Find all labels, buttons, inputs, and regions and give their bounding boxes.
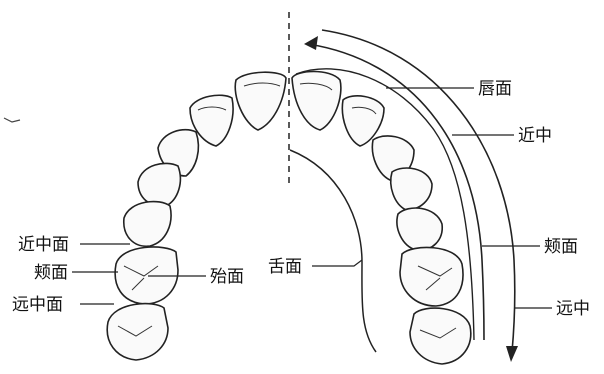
- label-distal-right: 远中: [556, 299, 590, 319]
- tooth-premolar2-r: [397, 208, 442, 250]
- lingual-curve: [290, 150, 376, 352]
- arrow-mesial-head: [304, 36, 318, 50]
- tooth-central-incisor-l: [235, 72, 286, 130]
- arrow-distal-head: [506, 346, 518, 362]
- label-labial: 唇面: [478, 79, 512, 99]
- tooth-central-incisor-r: [292, 72, 341, 131]
- teeth-right: [292, 72, 471, 365]
- tooth-premolar1-r: [391, 168, 432, 210]
- tooth-molar1-r: [400, 247, 463, 306]
- tooth-molar2-r: [410, 308, 471, 364]
- label-distal-surface: 远中面: [12, 295, 63, 315]
- label-buccal-surface: 颊面: [34, 263, 68, 283]
- label-lingual: 舌面: [268, 257, 302, 277]
- leader-lingual: [312, 260, 362, 266]
- tooth-premolar1-l: [138, 163, 180, 206]
- label-occlusal: 殆面: [210, 267, 244, 287]
- edge-mark: [4, 118, 20, 122]
- label-mesial-surface: 近中面: [18, 235, 69, 255]
- tooth-premolar2-l: [124, 202, 171, 247]
- label-buccal-right: 颊面: [544, 237, 578, 257]
- teeth-left: [107, 72, 286, 360]
- tooth-molar2-l: [107, 304, 168, 360]
- label-mesial-right: 近中: [518, 126, 552, 146]
